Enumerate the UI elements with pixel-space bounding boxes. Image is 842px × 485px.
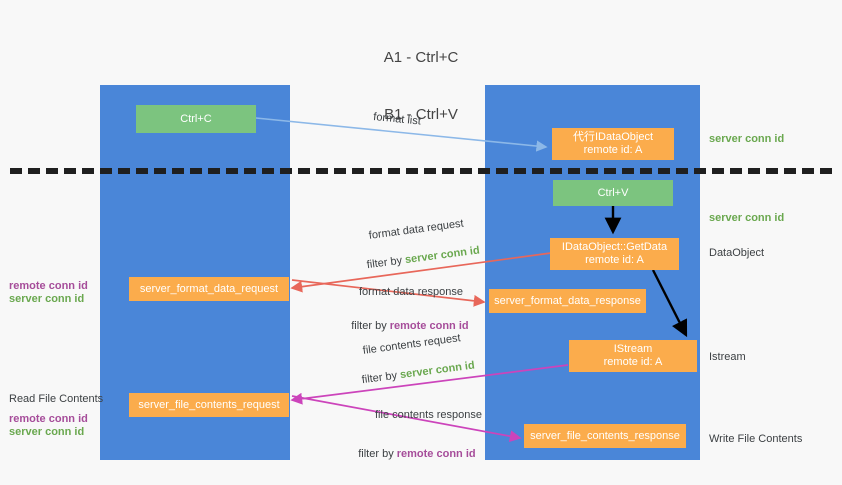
node-server-file-contents-request[interactable]: server_file_contents_request [129,393,289,417]
node-server-file-contents-request-label: server_file_contents_request [138,398,280,411]
node-istream[interactable]: IStream remote id: A [569,340,697,372]
node-idataobject-getdata-remote-id: remote id: A [585,254,644,266]
node-server-file-contents-response[interactable]: server_file_contents_response [524,424,686,448]
filter-prefix: filter by [361,369,401,387]
edge-label-file-contents-response: file contents response [375,409,483,421]
node-proxy-idataobject-remote-id: remote id: A [583,144,643,156]
node-server-file-contents-response-label: server_file_contents_response [530,429,680,442]
node-ctrl-c[interactable]: Ctrl+C [136,105,256,133]
node-server-format-data-request[interactable]: server_format_data_request [129,277,289,301]
node-ctrl-v[interactable]: Ctrl+V [553,180,673,206]
label-right-istream: Istream [709,351,746,363]
node-idataobject-getdata[interactable]: IDataObject::GetData remote id: A [550,238,679,270]
label-right-server-conn-id-2: server conn id [709,212,785,224]
node-server-format-data-response-label: server_format_data_response [494,294,641,307]
label-right-server-conn-id-1: server conn id [709,133,785,145]
filter-prefix: filter by [366,254,406,272]
node-ctrl-c-label: Ctrl+C [180,112,212,125]
filter-key-remote-conn-id: remote conn id [389,320,469,332]
filter-key-remote-conn-id: remote conn id [396,448,476,460]
phase-divider [10,168,832,174]
edge-label-file-contents-response-filter: filter by remote conn id [346,433,476,475]
label-left-server-conn-id-2: server conn id [9,426,85,438]
node-istream-remote-id: remote id: A [603,356,663,368]
label-right-write-file-contents: Write File Contents [709,433,803,445]
node-server-format-data-request-label: server_format_data_request [139,282,279,295]
node-server-format-data-response[interactable]: server_format_data_response [489,289,646,313]
node-idataobject-getdata-label: IDataObject::GetData [561,241,668,253]
node-istream-label: IStream [613,343,653,355]
node-ctrl-v-label: Ctrl+V [597,186,629,199]
label-left-remote-conn-id-1: remote conn id [9,280,88,292]
label-left-server-conn-id-1: server conn id [9,293,85,305]
filter-key-server-conn-id: server conn id [404,244,481,267]
label-left-read-file-contents: Read File Contents [9,393,104,405]
edge-label-format-data-response: format data response [359,286,463,298]
filter-key-server-conn-id: server conn id [399,359,476,382]
node-proxy-idataobject[interactable]: 代行IDataObject remote id: A [552,128,674,160]
filter-prefix: filter by [358,448,397,460]
node-proxy-idataobject-label: 代行IDataObject [572,131,654,143]
edge-label-format-data-response-filter: filter by remote conn id [339,305,469,347]
label-right-dataobject: DataObject [709,247,765,259]
label-left-remote-conn-id-2: remote conn id [9,413,88,425]
filter-prefix: filter by [351,320,390,332]
title-line-1: A1 - Ctrl+C [383,49,459,66]
